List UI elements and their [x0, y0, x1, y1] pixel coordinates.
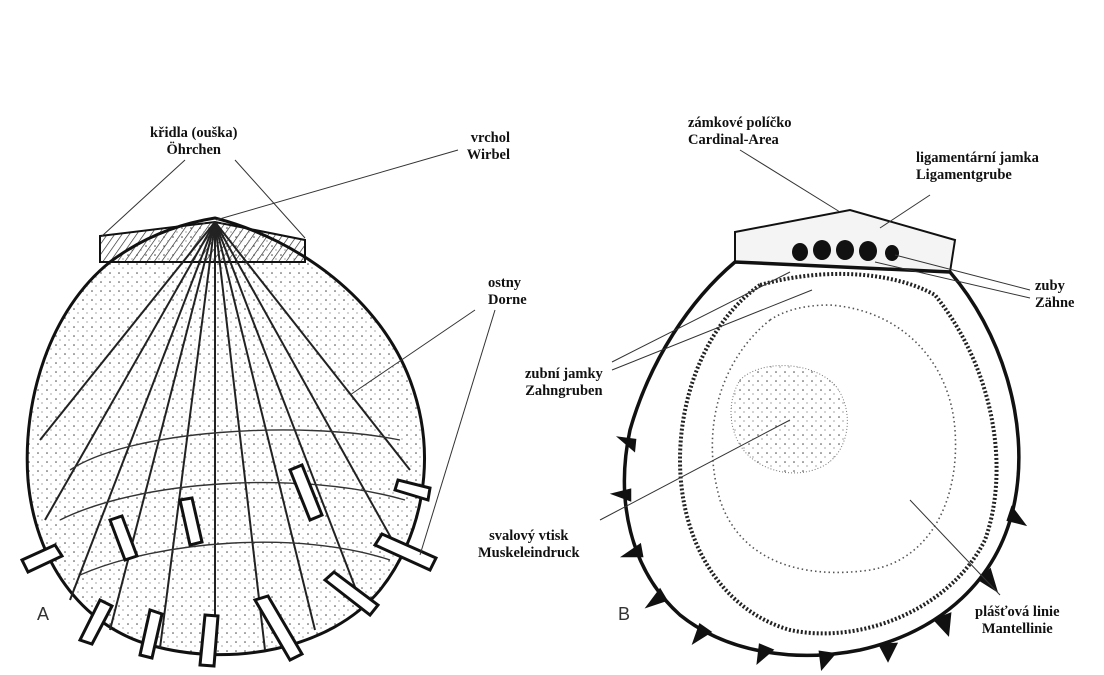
label-muscle-scar-de: Muskeleindruck [478, 545, 580, 562]
label-spines: ostny Dorne [488, 275, 527, 309]
label-wings-cz: křidla (ouška) [150, 125, 237, 142]
label-sockets: zubní jamky Zahngruben [525, 366, 603, 400]
shell-a [22, 218, 436, 666]
label-umbo: vrchol Wirbel [440, 130, 510, 164]
label-wings: křidla (ouška) Öhrchen [150, 125, 237, 159]
label-teeth-de: Zähne [1035, 295, 1075, 312]
label-spines-de: Dorne [488, 292, 527, 309]
label-ligament-pit-de: Ligamentgrube [916, 167, 1039, 184]
label-cardinal-area: zámkové políčko Cardinal-Area [688, 115, 792, 149]
label-teeth: zuby Zähne [1035, 278, 1075, 312]
label-cardinal-area-de: Cardinal-Area [688, 132, 792, 149]
label-muscle-scar-cz: svalový vtisk [478, 528, 580, 545]
label-pallial-line: plášťová linie Mantellinie [975, 604, 1060, 638]
label-teeth-cz: zuby [1035, 278, 1075, 295]
label-pallial-line-cz: plášťová linie [975, 604, 1060, 621]
shell-b [614, 210, 1024, 668]
label-sockets-de: Zahngruben [525, 383, 603, 400]
label-pallial-line-de: Mantellinie [975, 621, 1060, 638]
label-ligament-pit-cz: ligamentární jamka [916, 150, 1039, 167]
label-ligament-pit: ligamentární jamka Ligamentgrube [916, 150, 1039, 184]
label-cardinal-area-cz: zámkové políčko [688, 115, 792, 132]
label-umbo-de: Wirbel [440, 147, 510, 164]
label-umbo-cz: vrchol [440, 130, 510, 147]
label-spines-cz: ostny [488, 275, 527, 292]
label-wings-de: Öhrchen [150, 142, 237, 159]
label-muscle-scar: svalový vtisk Muskeleindruck [478, 528, 580, 562]
panel-letter-b: B [618, 604, 630, 625]
label-sockets-cz: zubní jamky [525, 366, 603, 383]
shell-a-body [27, 218, 424, 655]
panel-letter-a: A [37, 604, 49, 625]
